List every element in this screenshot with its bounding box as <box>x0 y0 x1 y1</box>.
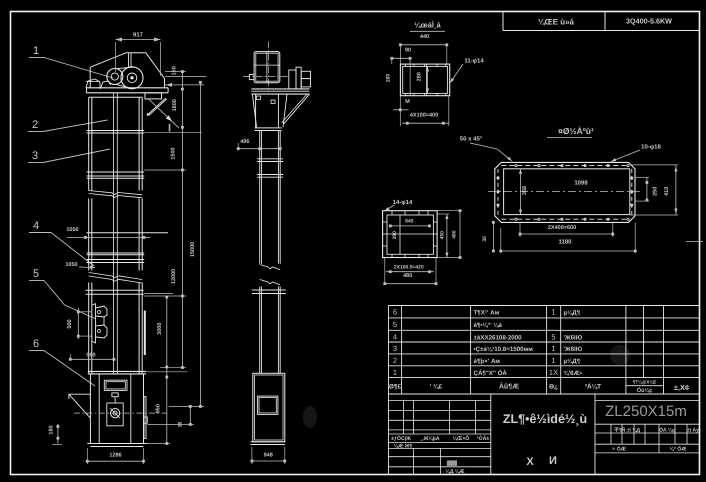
svg-text:á¶•¼°' ¼á: á¶•¼°' ¼á <box>474 322 503 329</box>
svg-text:Т¶Х¹' Ам: Т¶Х¹' Ам <box>474 310 500 317</box>
svg-text:¤Ø½Àºù¹: ¤Ø½Àºù¹ <box>558 126 594 136</box>
svg-text:1286: 1286 <box>109 453 121 459</box>
svg-text:1: 1 <box>33 45 39 57</box>
svg-text:6: 6 <box>33 338 39 350</box>
svg-text:Óù¼ç: Óù¼ç <box>637 387 652 394</box>
svg-text:µ¼Д¶: µ¼Д¶ <box>564 310 581 317</box>
svg-text:380: 380 <box>392 231 398 240</box>
svg-text:±ƒÖC|Ж: ±ƒÖC|Ж <box>391 435 411 442</box>
svg-text:450: 450 <box>440 231 446 240</box>
svg-text:1: 1 <box>551 344 555 353</box>
svg-text:≡ ÓÆ: ≡ ÓÆ <box>612 446 626 453</box>
svg-text:1800: 1800 <box>172 99 178 111</box>
svg-text:1: 1 <box>551 308 555 317</box>
svg-text:ÓÁ ¼ç: ÓÁ ¼ç <box>659 427 675 434</box>
svg-text:1050: 1050 <box>66 227 78 233</box>
svg-text:¼œáÌ¸á: ¼œáÌ¸á <box>414 21 441 30</box>
svg-text:410: 410 <box>664 187 670 196</box>
svg-text:±àXX26108-2000: ±àXX26108-2000 <box>474 335 523 342</box>
svg-text:1180: 1180 <box>558 239 572 246</box>
svg-text:2: 2 <box>32 119 38 131</box>
svg-text:12000: 12000 <box>171 269 177 284</box>
svg-text:3: 3 <box>393 344 397 353</box>
svg-text:²Á¼Т: ²Á¼Т <box>585 383 601 391</box>
svg-text:1500: 1500 <box>170 147 176 159</box>
svg-text:368: 368 <box>522 186 528 195</box>
svg-text:¶Т¼@Х¼Е: ¶Т¼@Х¼Е <box>633 380 656 385</box>
svg-text:440: 440 <box>420 34 429 40</box>
svg-text:180: 180 <box>49 425 55 434</box>
svg-text:4: 4 <box>33 220 39 232</box>
svg-text:И: И <box>549 455 557 467</box>
svg-text:Àû¶Æ: Àû¶Æ <box>499 382 519 391</box>
svg-text:¾'6Æ•: ¾'6Æ• <box>564 370 582 377</box>
svg-text:280: 280 <box>417 72 423 81</box>
svg-text:¼ª ÓÆ: ¼ª ÓÆ <box>670 446 687 453</box>
svg-text:2: 2 <box>393 356 397 365</box>
svg-text:480: 480 <box>403 273 412 279</box>
svg-text:35: 35 <box>482 236 488 242</box>
svg-text:' ¼£: ' ¼£ <box>430 384 443 391</box>
svg-text:±ì Àý: ±ì Àý <box>687 427 699 434</box>
svg-text:ZL250X15m: ZL250X15m <box>605 403 687 420</box>
svg-text:¹ÒÁ±: ¹ÒÁ± <box>477 435 490 442</box>
svg-text:2X100.5=420: 2X100.5=420 <box>394 264 424 270</box>
svg-text:480: 480 <box>452 230 458 239</box>
svg-text:1098: 1098 <box>574 180 588 187</box>
svg-text:Х: Х <box>526 456 534 468</box>
svg-text:Ø¶£: Ø¶£ <box>389 384 402 391</box>
svg-text:845: 845 <box>405 219 414 225</box>
svg-text:960: 960 <box>86 353 95 359</box>
svg-text:ÇÁ¶"Х" ÓÁ: ÇÁ¶"Х" ÓÁ <box>474 369 508 377</box>
svg-text:µ¼Д¶: µ¼Д¶ <box>564 358 581 365</box>
svg-text:50 x 45°: 50 x 45° <box>460 136 483 143</box>
svg-text:á¶þ×' Ам: á¶þ×' Ам <box>474 358 501 365</box>
svg-text:948: 948 <box>264 452 273 458</box>
svg-text:5: 5 <box>393 320 397 329</box>
svg-text:¸,Ж¼þA: ¸,Ж¼þA <box>420 436 439 442</box>
svg-text:3Q400-5.6KW: 3Q400-5.6KW <box>626 17 672 26</box>
svg-text:1: 1 <box>393 368 397 377</box>
svg-text:¼Д ¼Æ: ¼Д ¼Æ <box>446 469 465 475</box>
svg-text:Ө¿: Ө¿ <box>549 384 558 391</box>
svg-text:'Ж6IЮ: 'Ж6IЮ <box>564 346 583 353</box>
svg-text:5: 5 <box>551 333 555 342</box>
svg-text:15000: 15000 <box>190 242 196 257</box>
svg-text:10-φ18: 10-φ18 <box>641 144 661 151</box>
svg-text:3000: 3000 <box>157 323 163 335</box>
svg-text:'Ж6IЮ: 'Ж6IЮ <box>564 335 583 342</box>
svg-text:M: M <box>405 99 410 105</box>
svg-text:280: 280 <box>386 74 392 83</box>
svg-text:950: 950 <box>156 404 162 413</box>
svg-text:1050: 1050 <box>65 262 77 268</box>
svg-text:¼Æ Ж¶: ¼Æ Ж¶ <box>394 444 413 450</box>
svg-text:5: 5 <box>33 268 39 280</box>
svg-text:1X: 1X <box>549 368 558 377</box>
svg-text:500: 500 <box>67 319 73 328</box>
svg-text:1: 1 <box>551 356 555 365</box>
svg-text:4X100=400: 4X100=400 <box>410 113 438 119</box>
svg-text:I: I <box>168 123 171 135</box>
svg-text:•Ç±à¼¹10.8=1500мм: •Ç±à¼¹10.8=1500мм <box>474 346 534 353</box>
svg-text:90: 90 <box>405 48 411 54</box>
svg-text:6: 6 <box>393 308 397 317</box>
svg-text:917: 917 <box>133 32 144 39</box>
svg-text:11-φ14: 11-φ14 <box>464 58 484 65</box>
svg-text:150: 150 <box>172 66 178 75</box>
svg-text:ZL¶•ê½ìdé½¸ù: ZL¶•ê½ìdé½¸ù <box>503 412 587 426</box>
svg-text:¼ŒE ù»á: ¼ŒE ù»á <box>538 18 575 27</box>
svg-text:250: 250 <box>653 187 659 196</box>
svg-text:不¶Ñ ±ì ¼Д: 不¶Ñ ±ì ¼Д <box>614 427 640 434</box>
svg-text:496: 496 <box>240 139 249 145</box>
svg-text:4: 4 <box>393 333 397 342</box>
svg-text:3: 3 <box>32 150 38 162</box>
svg-text:2X400=600: 2X400=600 <box>548 225 576 231</box>
svg-text:±,Х¢: ±,Х¢ <box>674 383 689 392</box>
svg-text:¼Œ×Õ: ¼Œ×Õ <box>453 435 470 442</box>
svg-text:14-φ14: 14-φ14 <box>393 199 413 206</box>
